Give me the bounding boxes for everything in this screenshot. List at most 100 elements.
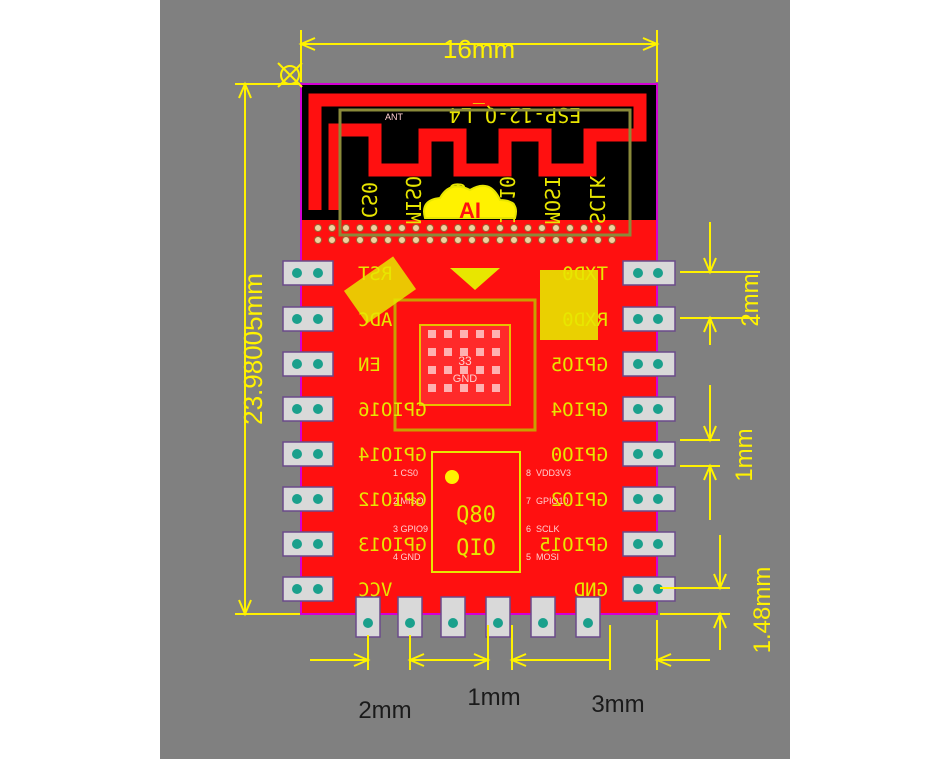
via — [468, 236, 476, 244]
via — [412, 224, 420, 232]
via — [566, 224, 574, 232]
chip-pad-grid — [428, 330, 500, 392]
via — [482, 236, 490, 244]
via — [454, 236, 462, 244]
left-pad — [282, 351, 334, 377]
left-pad — [282, 306, 334, 332]
chip-pad — [492, 348, 500, 356]
via — [482, 224, 490, 232]
flash-pin-number: 8 — [526, 468, 531, 478]
via — [594, 224, 602, 232]
logo-text: AI — [459, 198, 481, 223]
via — [580, 236, 588, 244]
dimension-lines — [235, 30, 760, 670]
flash-pin-number: 7 — [526, 496, 531, 506]
via — [524, 224, 532, 232]
via — [594, 236, 602, 244]
via — [328, 224, 336, 232]
right-pad — [622, 531, 676, 557]
chip-pad — [476, 330, 484, 338]
module-name: ESP-12-Q_L4 — [449, 103, 581, 127]
via — [314, 236, 322, 244]
flash-pin-label: 1 CS0 — [393, 468, 418, 478]
via — [370, 236, 378, 244]
bottom-pad — [485, 596, 511, 638]
right-pad — [622, 486, 676, 512]
chip-pad-label: GND — [453, 373, 478, 385]
antenna-feed-triangle — [450, 268, 500, 290]
top-pin-label: MOSI — [540, 176, 564, 224]
chip-pad — [492, 366, 500, 374]
flash-pin-number: 6 — [526, 524, 531, 534]
via — [426, 224, 434, 232]
via — [580, 224, 588, 232]
left-pad — [282, 441, 334, 467]
right-pad — [622, 351, 676, 377]
via — [454, 224, 462, 232]
left-pad — [282, 576, 334, 602]
ai-logo: AI — [423, 184, 517, 223]
top-pin-label: SCLK — [585, 176, 609, 224]
left-pin-label: RST — [358, 263, 392, 285]
via — [370, 224, 378, 232]
dim-width: 16mm — [443, 34, 515, 64]
via — [384, 236, 392, 244]
chip-pad — [460, 348, 468, 356]
flash-pin-label: SCLK — [536, 524, 560, 534]
via — [566, 236, 574, 244]
chip-pad — [492, 384, 500, 392]
left-pad-column — [282, 260, 334, 602]
chip-pad — [460, 366, 468, 374]
dim-height: 23.98005mm — [238, 273, 268, 425]
bottom-pad — [575, 596, 601, 638]
chip-number: 33 — [458, 354, 472, 368]
via — [398, 236, 406, 244]
chip-pad — [444, 366, 452, 374]
right-pin-label: RXD0 — [562, 309, 608, 331]
flash-pin-label: 2 MISO — [393, 496, 424, 506]
chip-pad — [444, 330, 452, 338]
flash-chip: Q80 QIO — [431, 451, 521, 573]
via — [356, 236, 364, 244]
via-row — [314, 224, 616, 244]
left-pad — [282, 396, 334, 422]
right-pin-label: GPIO0 — [551, 444, 608, 466]
flash-pin-number: 5 — [526, 552, 531, 562]
bottom-pad-row — [355, 596, 601, 638]
dim-bottom-edge: 1.48mm — [749, 567, 776, 654]
flash-pin-label: MOSI — [536, 552, 559, 562]
chip-pad — [428, 330, 436, 338]
right-pad — [622, 396, 676, 422]
dim-bottom-pitch: 2mm — [358, 697, 411, 724]
dim-right-pitch: 2mm — [737, 273, 764, 326]
bottom-pad — [530, 596, 556, 638]
via — [440, 224, 448, 232]
left-pin-label: EN — [358, 354, 381, 376]
via — [552, 224, 560, 232]
via — [608, 236, 616, 244]
left-pin-label: GPIO13 — [358, 534, 427, 556]
chip-pad — [476, 366, 484, 374]
chip-pad — [428, 384, 436, 392]
bottom-pad — [397, 596, 423, 638]
right-pad — [622, 306, 676, 332]
left-pin-label: GPIO16 — [358, 399, 427, 421]
via — [342, 224, 350, 232]
via — [510, 236, 518, 244]
dim-right-pad: 1mm — [731, 428, 758, 481]
left-pad — [282, 531, 334, 557]
chip-pad — [428, 348, 436, 356]
via — [468, 224, 476, 232]
chip-pad — [476, 348, 484, 356]
top-pin-label: MISO — [401, 176, 425, 224]
right-pad — [622, 260, 676, 286]
via — [328, 236, 336, 244]
via — [398, 224, 406, 232]
right-pin-label: GND — [574, 579, 608, 601]
left-pin-label: ADC — [358, 309, 392, 331]
via — [496, 236, 504, 244]
